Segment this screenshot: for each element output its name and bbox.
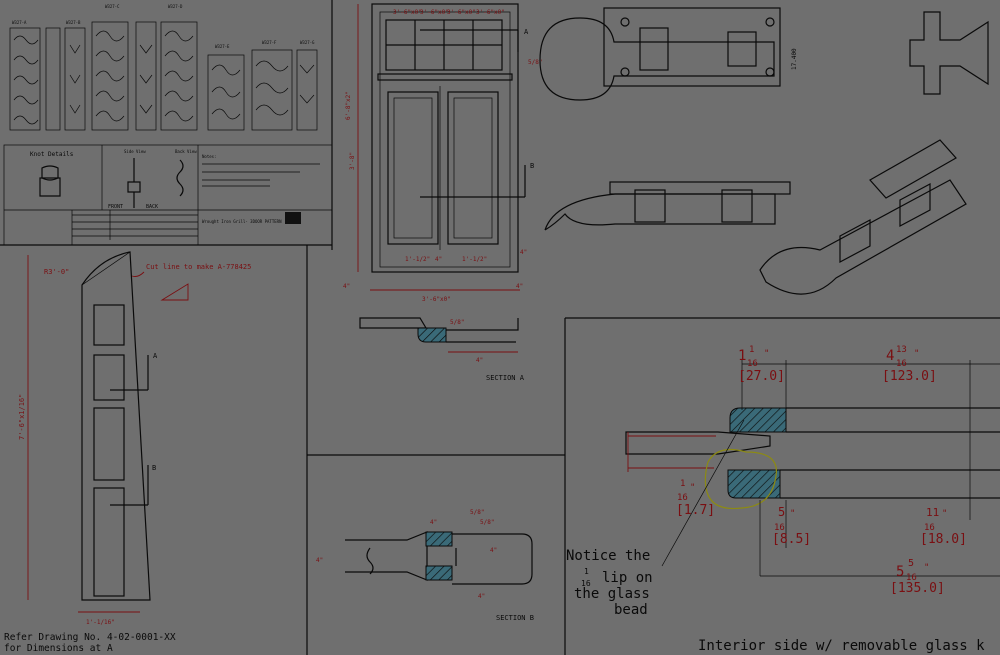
notice-text: bead <box>614 602 648 618</box>
radius-label: R3'-0" <box>44 268 69 276</box>
dim-label: 4" <box>516 283 523 290</box>
dim-2-whole: 4 <box>886 348 894 364</box>
notice-frac-num: 1 <box>584 567 589 576</box>
dim-1-num: 1 <box>749 345 754 355</box>
section-b: 5/8" 5/8" 4" 4" 4" 4" SECTION B <box>316 509 534 622</box>
knot-details: Knot Details Side View Back View FRONT B… <box>3 144 333 246</box>
refer-note: for Dimensions at A <box>4 643 113 654</box>
section-b-label: SECTION B <box>496 614 534 622</box>
dim-label: 5/8" <box>480 519 494 526</box>
dim-5-den: 16 <box>924 523 935 533</box>
notice-text: lip on <box>602 570 653 586</box>
dim-label: 5/8" <box>528 59 542 66</box>
dim-label: 3'-6"x0" <box>393 9 422 16</box>
bottom-dims: 1'-1/16" <box>86 619 115 626</box>
dim-label: 4" <box>490 547 497 554</box>
bolt-hardware: 17.400 <box>539 7 989 295</box>
grill-code: W327-C <box>105 4 120 9</box>
grill-code: W327-B <box>66 20 81 25</box>
dim-label: 1'-1/2" <box>462 256 487 263</box>
title-line: Wrought Iron Grill- 3DOOR PATTERN <box>202 219 282 224</box>
bolt-height-dim: 17.400 <box>791 48 798 70</box>
notice-text: the glass <box>574 586 650 602</box>
dim-2-den: 16 <box>896 359 907 369</box>
dim-label: 5/8" <box>470 509 484 516</box>
dim-label: 4" <box>520 249 527 256</box>
dim-6-unit: " <box>924 563 929 573</box>
dim-label: 4" <box>478 593 485 600</box>
dim-3-den: 16 <box>677 493 688 503</box>
dim-label: 4" <box>435 256 442 263</box>
dim-6-whole: 5 <box>896 564 904 580</box>
dim-label: 4" <box>343 283 350 290</box>
back-view-label: Back View <box>175 149 197 154</box>
knot-title: Knot Details <box>30 151 74 158</box>
dim-4-metric: [8.5] <box>772 532 811 547</box>
dim-5-metric: [18.0] <box>920 532 967 547</box>
dim-1-den: 16 <box>747 359 758 369</box>
grill-code: W327-F <box>262 40 277 45</box>
notice-frac-den: 16 <box>581 579 591 588</box>
dim-5-num: 11 <box>926 506 939 519</box>
dim-5-unit: " <box>942 509 947 519</box>
detail-caption: Interior side w/ removable glass k <box>698 638 985 654</box>
dim-4-unit: " <box>790 509 795 519</box>
refer-note: Refer Drawing No. 4-02-0001-XX <box>4 632 176 643</box>
marker-b: B <box>530 162 534 170</box>
notice-text: Notice the <box>566 548 650 564</box>
door-width: 3'-6"x0" <box>422 296 451 303</box>
dim-1-metric: [27.0] <box>738 369 785 384</box>
dim-1-whole: 1 <box>738 348 746 364</box>
dim-label: 4" <box>316 557 323 564</box>
dim-3-metric: [1.7] <box>676 503 715 518</box>
dim-4-num: 5 <box>778 505 785 519</box>
grill-catalog: W327-A W327-B W327-C W327-D W327-E W327-… <box>9 4 318 131</box>
notes-label: Notes: <box>202 154 216 159</box>
dim-6-den: 16 <box>906 573 917 583</box>
side-view-label: Side View <box>124 149 146 154</box>
grill-code: W327-D <box>168 4 183 9</box>
dim-2-num: 13 <box>896 345 907 355</box>
dim-1-unit: " <box>764 349 769 359</box>
marker-b: B <box>152 464 156 472</box>
dim-3-unit: " <box>690 483 695 493</box>
dim-6-num: 5 <box>908 558 914 569</box>
grill-code: W327-E <box>215 44 230 49</box>
grill-code: W327-G <box>300 40 315 45</box>
dim-label: 1'-1/2" <box>405 256 430 263</box>
dim-label: 5/8" <box>450 319 464 326</box>
marker-a: A <box>524 28 529 36</box>
grill-code: W327-A <box>12 20 27 25</box>
marker-a: A <box>153 352 158 360</box>
cut-note: Cut line to make A-778425 <box>146 263 251 271</box>
dim-label: 4" <box>476 357 483 364</box>
section-a-label: SECTION A <box>486 374 525 382</box>
dim-2-metric: [123.0] <box>882 369 937 384</box>
dim-2-unit: " <box>914 349 919 359</box>
back-label: BACK <box>146 204 158 210</box>
dim-label: 3'-6"x0" <box>420 9 449 16</box>
section-a: 4" 5/8" SECTION A <box>359 317 525 382</box>
door-side-elevation: R3'-0" Cut line to make A-778425 7'-6"x1… <box>4 251 251 654</box>
door-height: 6'-8"x2" <box>345 91 352 120</box>
dim-label: 3'-6"x0" <box>447 9 476 16</box>
front-label: FRONT <box>108 204 123 210</box>
dim-label: 4" <box>430 519 437 526</box>
dim-6-metric: [135.0] <box>890 581 945 596</box>
total-height: 7'-6"x1/16" <box>18 394 26 440</box>
dim-4-den: 16 <box>774 523 785 533</box>
glass-bead-detail: 1 1 16 " [27.0] 4 13 16 " [123.0] 1 16 "… <box>566 345 1000 654</box>
dim-3-num: 1 <box>680 479 685 489</box>
dim-label: 3'-6"x0" <box>476 9 505 16</box>
door-elevation: 3'-6"x0" 3'-6"x0" 3'-6"x0" 3'-6"x0" 1'-1… <box>343 3 542 303</box>
dim-label: 3'-8" <box>349 152 356 170</box>
